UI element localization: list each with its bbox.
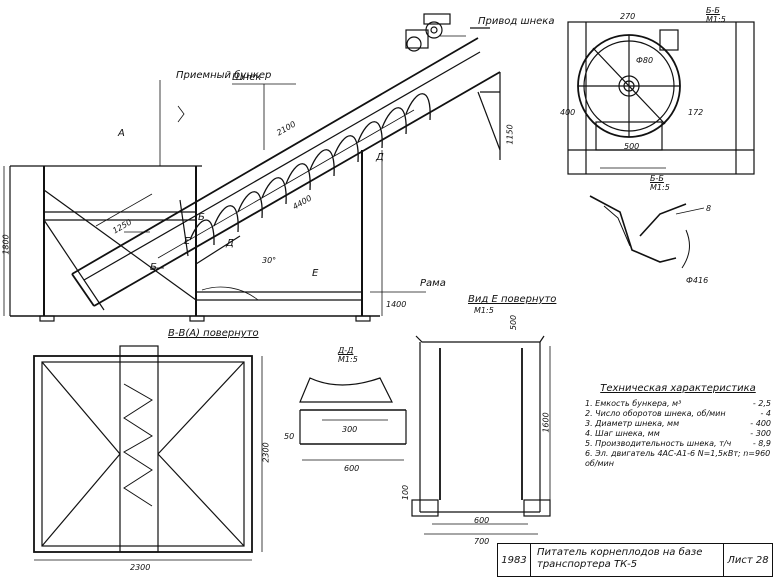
spec-row: 6. Эл. двигатель 4АС-А1-6 N=1,5кВт; n=96… <box>585 449 771 469</box>
view-b-drawing <box>567 21 755 175</box>
spec-row: 2. Число оборотов шнека, об/мин - 4 <box>585 409 771 419</box>
spec-value: - 4 <box>760 409 771 418</box>
view-b-dim-top: 270 <box>620 12 636 21</box>
view-a-drawing <box>33 345 263 561</box>
title-block-year: 1983 <box>498 544 531 576</box>
title-block: 1983 Питатель корнеплодов на базе трансп… <box>497 543 773 577</box>
spec-label: 6. Эл. двигатель 4АС-А1-6 N=1,5кВт; n=96… <box>585 449 771 468</box>
drive-label: Привод шнека <box>478 16 555 27</box>
view-e-dim-left: 100 <box>401 484 411 501</box>
view-b-dim-right: 172 <box>688 108 704 117</box>
dim-drive-height: 1150 <box>505 124 515 145</box>
spec-row: 5. Производительность шнека, т/ч - 8,9 <box>585 439 771 449</box>
title-block-name: Питатель корнеплодов на базе транспортер… <box>531 544 724 576</box>
technical-specs: Техническая характеристика 1. Емкость бу… <box>585 383 771 469</box>
spec-value: - 400 <box>750 419 771 428</box>
view-b-dim-bottom: 500 <box>624 142 640 151</box>
spec-label: 5. Производительность шнека, т/ч <box>585 439 732 448</box>
spec-label: 1. Емкость бункера, м³ <box>585 399 682 408</box>
view-e-dim-outer: 700 <box>474 537 490 546</box>
view-d-dim-side: 50 <box>284 432 295 441</box>
view-e-dim-top: 500 <box>509 314 519 331</box>
view-bb-scale: М1:5 <box>650 183 670 192</box>
view-d-dim-base: 600 <box>344 464 360 473</box>
spec-row: 1. Емкость бункера, м³ - 2,5 <box>585 399 771 409</box>
title-block-sheet: Лист 28 <box>727 554 769 566</box>
view-d-scale: М1:5 <box>338 355 358 364</box>
spec-label: 2. Число оборотов шнека, об/мин <box>585 409 726 418</box>
view-bb-drawing <box>589 195 705 269</box>
bunker-label: Приемный бункер <box>176 70 272 81</box>
spec-label: 3. Диаметр шнека, мм <box>585 419 680 428</box>
view-e-marker: Е <box>312 268 319 279</box>
view-e-dim-inner: 600 <box>474 516 490 525</box>
section-d-marker-bottom: Д <box>376 152 384 163</box>
view-a-dim-width: 2300 <box>130 563 151 572</box>
view-a-marker: А <box>118 128 125 139</box>
view-bb-dim-edge: 8 <box>706 204 712 213</box>
spec-label: 4. Шаг шнека, мм <box>585 429 660 438</box>
view-b-dim-left: 400 <box>560 108 576 117</box>
view-b-title: Б-Б <box>706 6 720 15</box>
view-bb-title: Б-Б <box>650 174 664 183</box>
view-a-dim-height: 2300 <box>261 442 271 463</box>
spec-row: 3. Диаметр шнека, мм - 400 <box>585 419 771 429</box>
view-b-dim-dia: Ф80 <box>636 56 654 65</box>
dim-angle: 30° <box>262 256 277 265</box>
view-e-marker-2: Е <box>184 236 191 247</box>
dim-frame-height: 1800 <box>1 234 11 255</box>
specs-title: Техническая характеристика <box>600 383 756 394</box>
view-d-drawing <box>299 377 407 461</box>
view-a-title: В-В(А) повернуто <box>168 328 259 339</box>
view-e-drawing <box>411 335 551 535</box>
main-view-frame <box>9 150 380 322</box>
view-e-scale: М1:5 <box>474 306 494 315</box>
screw-label: Шнек <box>232 72 262 83</box>
view-bb-dim-dia: Ф416 <box>686 276 709 285</box>
view-d-dim-span: 300 <box>342 425 358 434</box>
spec-value: - 300 <box>750 429 771 438</box>
view-d-title: Д-Д <box>338 346 354 355</box>
main-dimensions <box>3 35 466 316</box>
spec-row: 4. Шаг шнека, мм - 300 <box>585 429 771 439</box>
spec-value: - 8,9 <box>752 439 771 448</box>
section-b-marker-top: Б <box>198 212 205 223</box>
screw-conveyor <box>71 13 501 307</box>
view-b-scale: М1:5 <box>706 15 726 24</box>
section-d-marker-top: Д <box>226 238 234 249</box>
dim-base: 1400 <box>386 300 407 309</box>
section-b-marker-bottom: Б <box>150 262 157 273</box>
frame-label: Рама <box>420 278 446 289</box>
view-e-dim-height: 1600 <box>541 412 551 433</box>
view-e-title: Вид Е повернуто <box>468 294 557 305</box>
spec-value: - 2,5 <box>752 399 771 408</box>
